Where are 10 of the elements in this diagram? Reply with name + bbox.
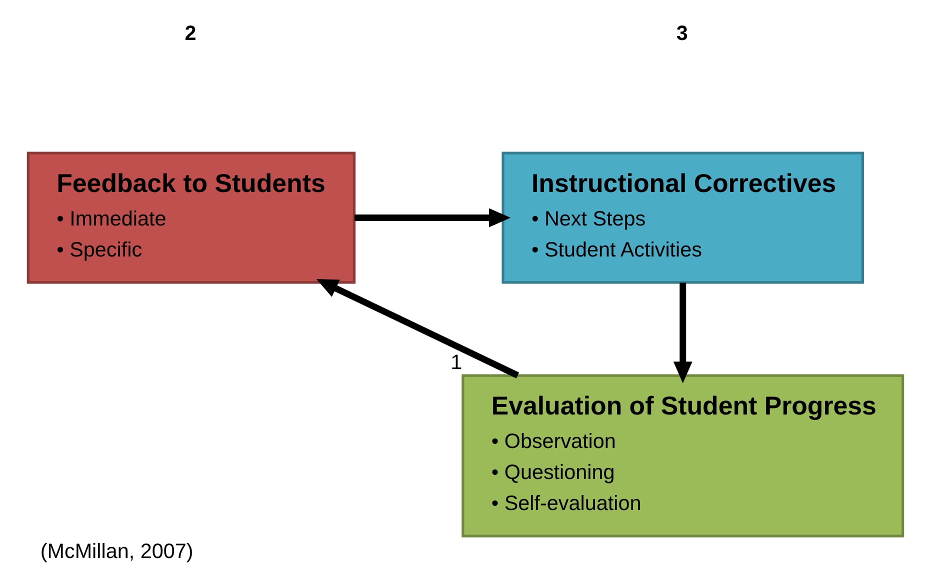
arrow [316,278,519,378]
label: 3 [676,22,688,46]
label: 2 [184,22,196,46]
node-box: Instructional Correctives • Next Steps • Student Activities [501,152,864,284]
arrow [672,282,692,384]
caption: (McMillan, 2007) [40,540,193,563]
arrow [354,208,510,228]
node-box: Feedback to Students • Immediate • Specific [26,152,356,284]
node-label: 1 [450,350,462,374]
node-box: Evaluation of Student Progress • Observation • Questioning • Self-evaluation [461,374,904,538]
